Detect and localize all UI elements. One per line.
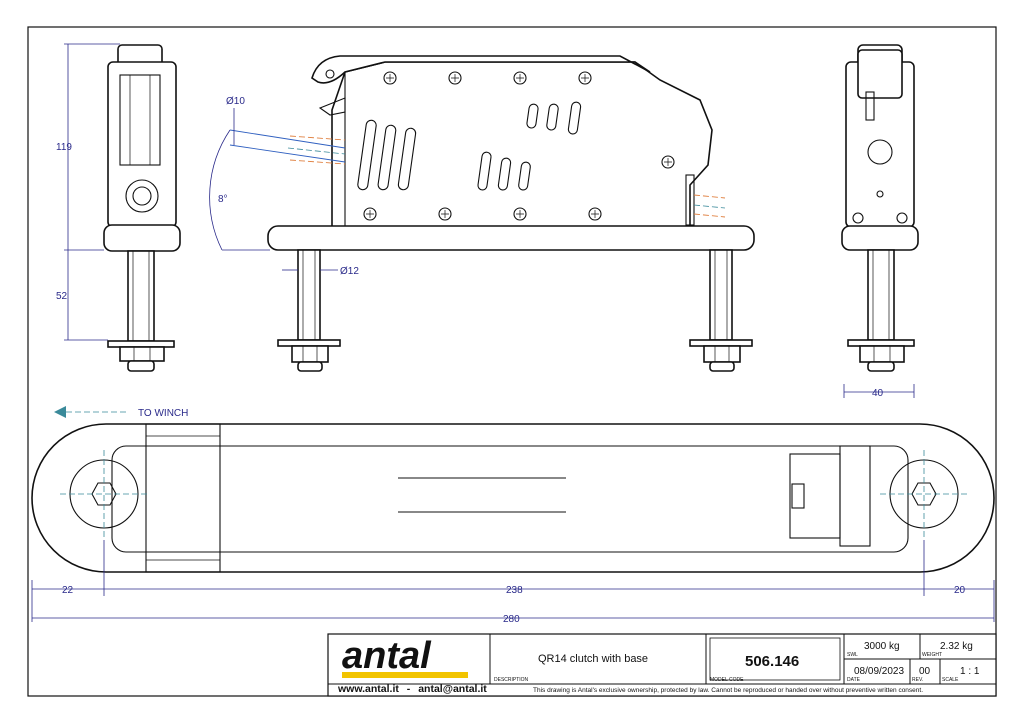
weight-value: 2.32 kg bbox=[940, 641, 973, 652]
dim-280-text: 280 bbox=[503, 614, 520, 625]
dim-bolt-dia-text: Ø12 bbox=[340, 266, 359, 277]
email-link[interactable]: antal@antal.it bbox=[418, 683, 487, 695]
model-code-text: 506.146 bbox=[745, 653, 799, 670]
swl-label: SWL bbox=[847, 652, 858, 658]
front-slots bbox=[357, 101, 582, 191]
dimension-height-top: 119 bbox=[56, 43, 120, 251]
website-link[interactable]: www.antal.it bbox=[337, 683, 399, 695]
left-side-view bbox=[103, 44, 181, 372]
date-label: DATE bbox=[847, 677, 861, 683]
front-view bbox=[229, 55, 755, 372]
description-label: DESCRIPTION bbox=[494, 677, 529, 683]
dim-119-text: 119 bbox=[56, 142, 72, 153]
dimension-right-offset: 20 bbox=[924, 580, 995, 622]
dimension-bolt-diameter: Ø12 bbox=[282, 266, 359, 277]
front-bolt-left bbox=[277, 249, 341, 372]
dim-52-text: 52 bbox=[56, 291, 68, 302]
description-text: QR14 clutch with base bbox=[538, 653, 648, 665]
rev-label: REV. bbox=[912, 677, 923, 683]
scale-value: 1 : 1 bbox=[960, 666, 980, 677]
dimension-angle: 8° bbox=[209, 129, 270, 251]
rev-value: 00 bbox=[919, 666, 931, 677]
dimension-overall-length: 280 bbox=[32, 614, 994, 625]
svg-text:www.antal.it - ant: www.antal.it - antal@antal.it bbox=[337, 683, 487, 695]
right-side-view bbox=[841, 44, 919, 372]
date-value: 08/09/2023 bbox=[854, 666, 904, 677]
dim-40-text: 40 bbox=[872, 388, 884, 399]
dimension-height-bolt: 52 bbox=[56, 250, 108, 341]
model-code-label: MODEL CODE bbox=[710, 677, 744, 683]
dim-angle-text: 8° bbox=[218, 194, 228, 205]
front-bolt-right bbox=[689, 249, 753, 372]
to-winch-text: TO WINCH bbox=[138, 408, 188, 419]
brand-underline bbox=[342, 672, 468, 678]
weight-label: WEIGHT bbox=[922, 652, 942, 658]
dimension-left-offset: 22 bbox=[31, 540, 105, 622]
to-winch-annotation: TO WINCH bbox=[54, 406, 188, 419]
dimension-width-side: 40 bbox=[843, 384, 915, 399]
dim-20-text: 20 bbox=[954, 585, 966, 596]
brand-logo: antal bbox=[342, 635, 432, 677]
title-block: antal www.antal.it - antal@antal.it QR14… bbox=[327, 633, 997, 697]
contact-separator: - bbox=[407, 683, 411, 695]
dimension-rope-diameter: Ø10 bbox=[226, 96, 245, 145]
dim-rope-dia-text: Ø10 bbox=[226, 96, 245, 107]
swl-value: 3000 kg bbox=[864, 641, 900, 652]
dim-238-text: 238 bbox=[506, 585, 523, 596]
disclaimer-text: This drawing is Antal's exclusive owners… bbox=[533, 687, 923, 694]
top-view bbox=[31, 423, 995, 573]
dimension-center-span: 238 bbox=[104, 540, 925, 596]
front-screws bbox=[363, 71, 675, 221]
dim-22-text: 22 bbox=[62, 585, 74, 596]
scale-label: SCALE bbox=[942, 677, 959, 683]
